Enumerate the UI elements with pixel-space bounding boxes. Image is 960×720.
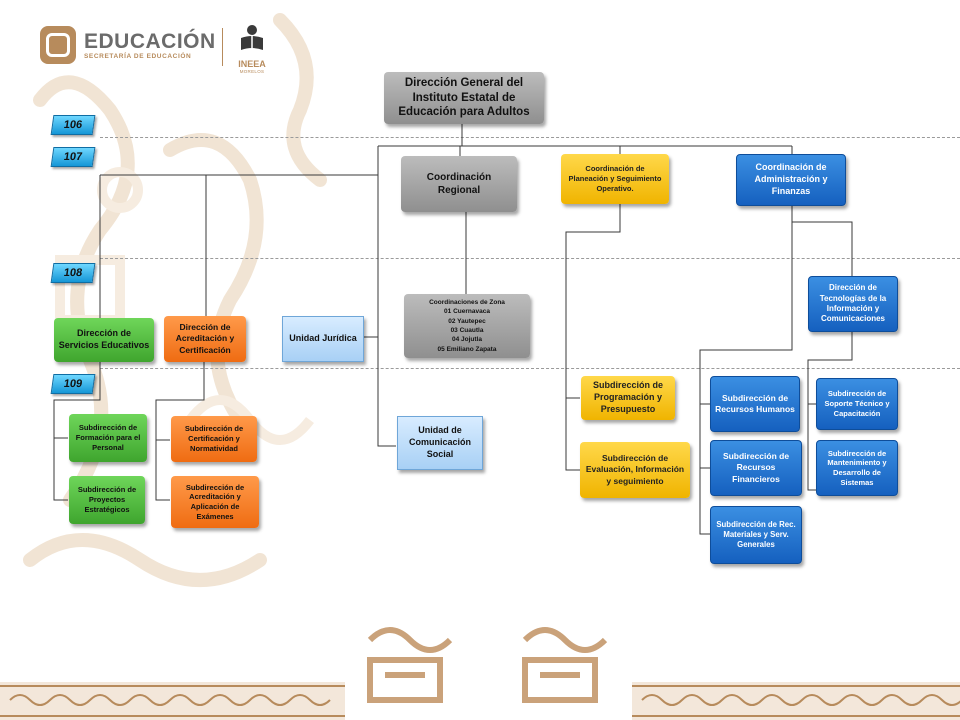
node-coordinacion-administracion: Coordinación de Administración y Finanza…	[736, 154, 846, 206]
node-coordinacion-planeacion: Coordinación de Planeación y Seguimiento…	[561, 154, 669, 204]
ineea-logo: INEEA MORELOS	[232, 24, 272, 74]
person-reading-icon	[241, 25, 263, 50]
zona-item: 04 Jojutla	[452, 336, 482, 344]
node-subdireccion-recursos-humanos: Subdirección de Recursos Humanos	[710, 376, 800, 432]
level-line-106	[100, 137, 960, 138]
node-subdireccion-proyectos: Subdirección de Proyectos Estratégicos	[69, 476, 145, 524]
node-direccion-tecnologias: Dirección de Tecnologías de la Informaci…	[808, 276, 898, 332]
node-coordinaciones-zona: Coordinaciones de Zona 01 Cuernavaca 02 …	[404, 294, 530, 358]
node-coordinacion-regional: Coordinación Regional	[401, 156, 517, 212]
node-subdireccion-programacion: Subdirección de Programación y Presupues…	[581, 376, 675, 420]
node-subdireccion-acreditacion: Subdirección de Acreditación y Aplicació…	[171, 476, 259, 528]
node-subdireccion-soporte: Subdirección de Soporte Técnico y Capaci…	[816, 378, 898, 430]
brand-title: EDUCACIÓN	[84, 29, 216, 53]
education-logo: EDUCACIÓN SECRETARÍA DE EDUCACIÓN	[40, 26, 216, 64]
brand-subtitle: SECRETARÍA DE EDUCACIÓN	[84, 52, 192, 60]
zona-item: 02 Yautepec	[448, 317, 486, 325]
shield-icon	[40, 26, 76, 64]
zona-item: 05 Emiliano Zapata	[437, 345, 497, 353]
node-subdireccion-evaluacion: Subdirección de Evaluación, Información …	[580, 442, 690, 498]
zona-item: 01 Cuernavaca	[444, 308, 490, 316]
zona-item: 03 Cuautla	[450, 327, 484, 334]
node-director-general: Dirección General del Instituto Estatal …	[384, 72, 544, 124]
zona-title: Coordinaciones de Zona	[429, 298, 505, 306]
ineea-subtitle: MORELOS	[239, 69, 265, 74]
level-line-108	[100, 258, 960, 259]
node-subdireccion-recursos-financieros: Subdirección de Recursos Financieros	[710, 440, 802, 496]
level-line-109	[100, 368, 960, 369]
ineea-title: INEEA	[238, 59, 266, 69]
node-subdireccion-formacion: Subdirección de Formación para el Person…	[69, 414, 147, 462]
logo-divider	[222, 28, 223, 66]
node-direccion-acreditacion: Dirección de Acreditación y Certificació…	[164, 316, 246, 362]
node-direccion-servicios: Dirección de Servicios Educativos	[54, 318, 154, 362]
node-subdireccion-certificacion: Subdirección de Certificación y Normativ…	[171, 416, 257, 462]
node-subdireccion-mantenimiento: Subdirección de Mantenimiento y Desarrol…	[816, 440, 898, 496]
node-subdireccion-recursos-materiales: Subdirección de Rec. Materiales y Serv. …	[710, 506, 802, 564]
node-unidad-juridica: Unidad Jurídica	[282, 316, 364, 362]
node-unidad-comunicacion: Unidad de Comunicación Social	[397, 416, 483, 470]
